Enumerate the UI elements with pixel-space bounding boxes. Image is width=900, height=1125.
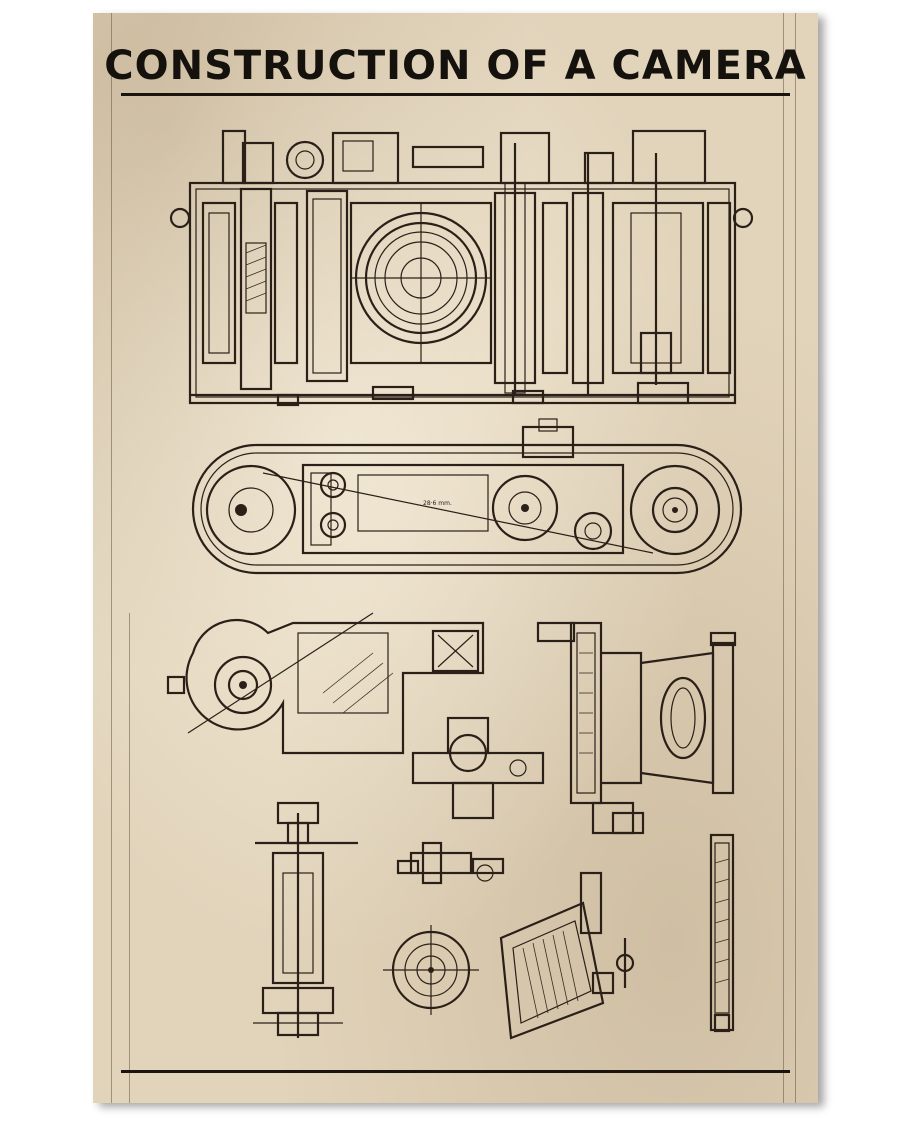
frame-line-right-1 — [795, 13, 796, 1103]
focal-length-annotation: 28·6 mm. — [423, 500, 452, 507]
title-underline — [121, 93, 790, 96]
poster-title: CONSTRUCTION OF A CAMERA — [104, 43, 807, 89]
frame-line-right-2 — [783, 13, 784, 1103]
bottom-rule — [121, 1070, 790, 1073]
spring-rod-drawing — [709, 833, 735, 1033]
dial-drawing — [383, 925, 479, 1015]
shutter-part-drawing — [411, 716, 545, 820]
spindle-drawing — [253, 801, 358, 1038]
rewind-assembly-drawing — [166, 612, 485, 755]
frame-line-left-1 — [111, 13, 112, 1103]
camera-top-section-drawing: 28·6 mm. — [191, 418, 743, 575]
lens-bellows-drawing — [536, 621, 737, 835]
bracket-drawing — [396, 841, 505, 885]
pressure-plate-drawing — [499, 871, 635, 1040]
blueprint-drawings: 28·6 mm. — [166, 129, 754, 1040]
frame-line-left-2 — [129, 613, 130, 1103]
poster: CONSTRUCTION OF A CAMERA — [93, 13, 818, 1103]
camera-front-section-drawing — [169, 129, 754, 407]
